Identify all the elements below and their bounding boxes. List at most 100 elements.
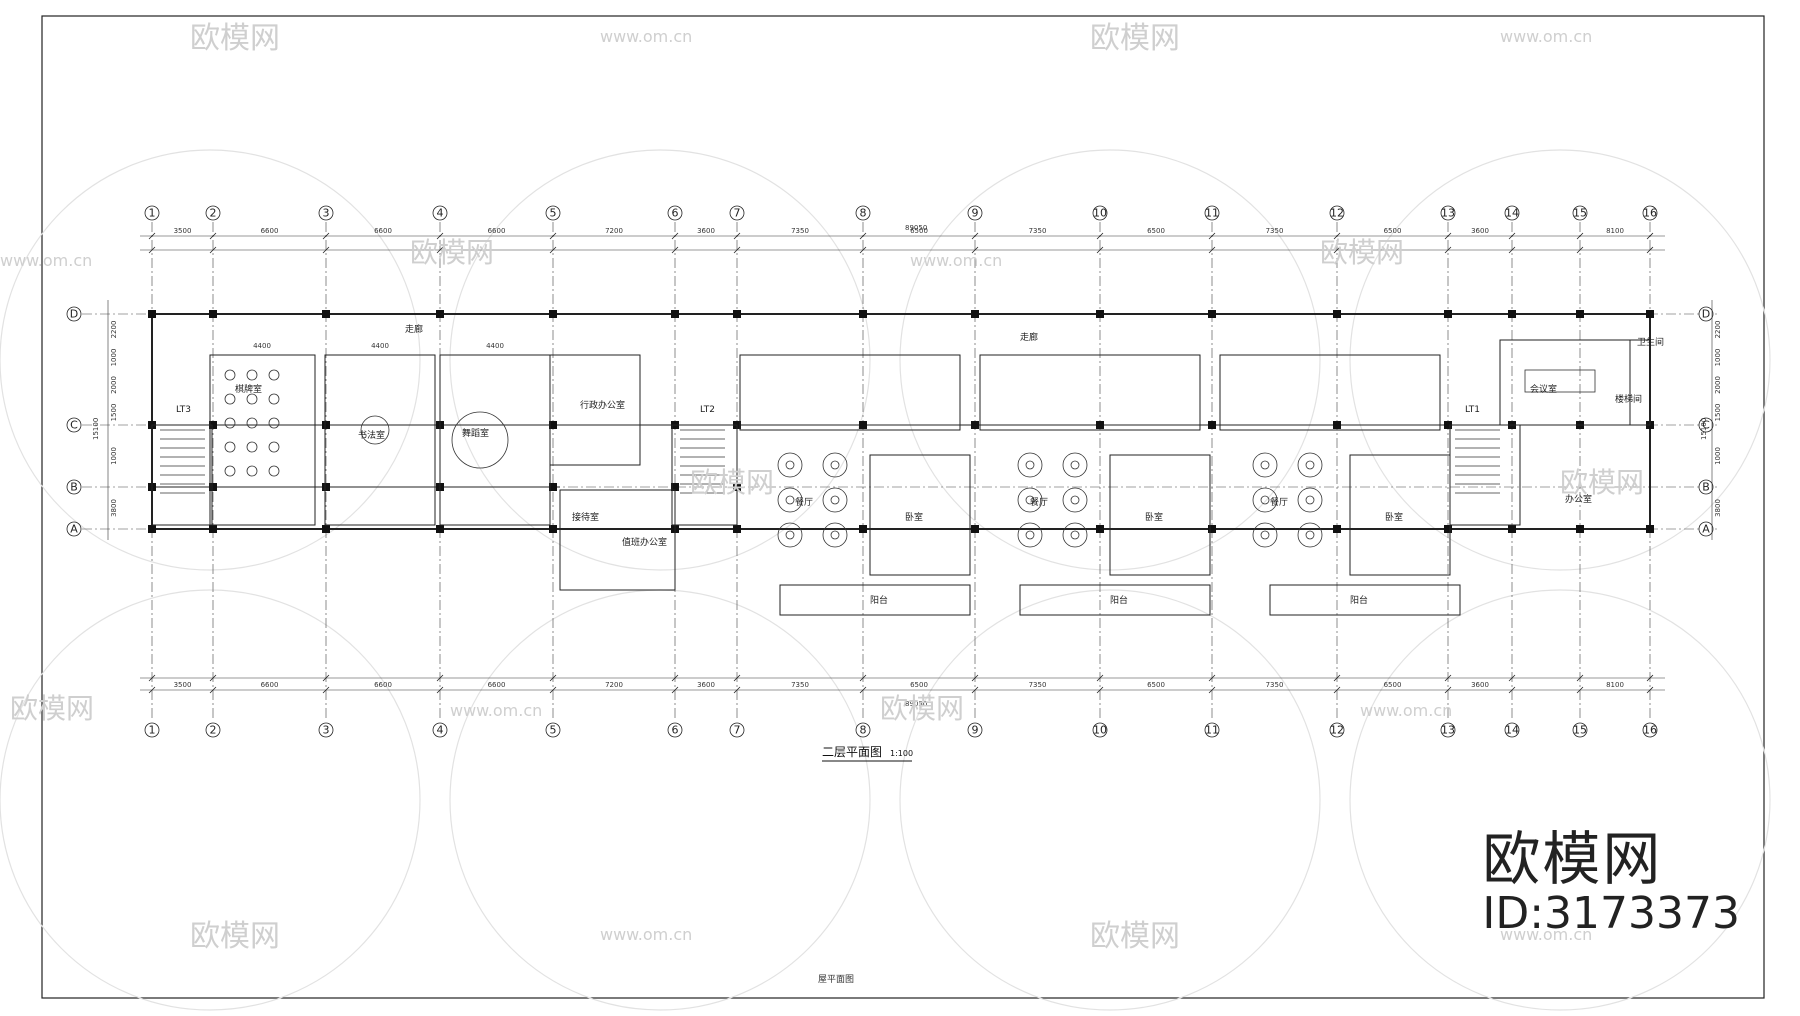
dimension-value: 7200 <box>605 681 623 689</box>
dimension-tick <box>671 232 679 240</box>
grid-label-11: 11 <box>1205 207 1219 220</box>
chair <box>224 417 236 429</box>
room-width-label: 4400 <box>253 342 271 350</box>
grid-label-16: 16 <box>1643 207 1657 220</box>
dimension-tick <box>436 232 444 240</box>
column <box>671 483 679 491</box>
dining-table-center <box>830 460 840 470</box>
label-lt3: LT3 <box>176 405 191 415</box>
grid-label-10: 10 <box>1093 724 1107 737</box>
dimension-value: 6600 <box>488 227 506 235</box>
grid-row-bubble-C <box>1698 417 1714 433</box>
label-balcony-1: 阳台 <box>870 594 888 606</box>
dimension-value: 6500 <box>1147 227 1165 235</box>
dining-table-center <box>1025 530 1035 540</box>
svg-text:欧模网: 欧模网 <box>880 692 964 725</box>
watermark-brand-texts: 欧模网 欧模网 欧模网 欧模网 欧模网 欧模网 欧模网 欧模网 欧模网 欧模网 <box>10 21 1644 954</box>
dimension-tick <box>1444 232 1452 240</box>
dimension-tick <box>1646 686 1654 694</box>
side-dimension-value: 2000 <box>1714 376 1722 394</box>
dimension-tick <box>859 246 867 254</box>
dining-table-center <box>785 530 795 540</box>
dimension-value: 3500 <box>174 681 192 689</box>
column <box>209 483 217 491</box>
dimension-value: 3600 <box>1471 681 1489 689</box>
column <box>1444 310 1452 318</box>
dimension-value: 3600 <box>697 681 715 689</box>
dimension-tick <box>1208 674 1216 682</box>
grid-bubble-9 <box>967 205 983 221</box>
dimension-value: 6600 <box>488 681 506 689</box>
grid-bubble-8 <box>855 205 871 221</box>
grid-bubble-9 <box>967 722 983 738</box>
column <box>322 525 330 533</box>
dimension-tick <box>1096 232 1104 240</box>
grid-label-13: 13 <box>1441 724 1455 737</box>
dimension-value: 7350 <box>791 227 809 235</box>
dining-table <box>1062 487 1088 513</box>
dimension-tick <box>1646 232 1654 240</box>
dimension-tick <box>733 686 741 694</box>
grid-bubble-11 <box>1204 205 1220 221</box>
dimension-tick <box>209 674 217 682</box>
dimension-tick <box>436 674 444 682</box>
dining-table-center <box>1260 460 1270 470</box>
label-corridor-mid: 走廊 <box>1020 331 1038 343</box>
dimension-tick <box>436 246 444 254</box>
svg-text:www.om.cn: www.om.cn <box>1500 27 1592 46</box>
dimension-tick <box>1646 246 1654 254</box>
dimension-tick <box>148 674 156 682</box>
column <box>322 421 330 429</box>
dining-table-center <box>1305 460 1315 470</box>
grid-label-4: 4 <box>437 724 444 737</box>
chair <box>224 465 236 477</box>
grid-label-15: 15 <box>1573 207 1587 220</box>
label-dining-1: 餐厅 <box>795 496 813 508</box>
label-bedroom-1: 卧室 <box>905 511 923 523</box>
chair <box>268 393 280 405</box>
dimension-tick <box>1576 674 1584 682</box>
column <box>1576 525 1584 533</box>
grid-bubble-13 <box>1440 722 1456 738</box>
grid-bubble-6 <box>667 205 683 221</box>
dimension-tick <box>549 674 557 682</box>
label-office-right: 办公室 <box>1565 493 1592 505</box>
drawing-title: 二层平面图 <box>822 745 882 759</box>
grid-row-label-A: A <box>70 523 78 536</box>
label-corridor-left: 走廊 <box>405 323 423 335</box>
column <box>1208 525 1216 533</box>
label-room2: 书法室 <box>358 429 385 441</box>
column <box>1576 310 1584 318</box>
svg-text:www.om.cn: www.om.cn <box>1500 925 1592 944</box>
column <box>671 310 679 318</box>
grid-bubble-7 <box>729 205 745 221</box>
grid-bubble-14 <box>1504 205 1520 221</box>
dimension-value: 3600 <box>1471 227 1489 235</box>
column <box>1096 421 1104 429</box>
svg-text:欧模网: 欧模网 <box>1090 21 1180 56</box>
side-dimension-value: 1000 <box>1714 447 1722 465</box>
dimension-tick <box>1208 232 1216 240</box>
grid-label-8: 8 <box>860 724 867 737</box>
dining-table <box>1252 522 1278 548</box>
grid-label-9: 9 <box>972 724 979 737</box>
svg-text:www.om.cn: www.om.cn <box>600 925 692 944</box>
svg-text:www.om.cn: www.om.cn <box>0 251 92 270</box>
grid-bubble-12 <box>1329 205 1345 221</box>
grid-row-bubble-D <box>1698 306 1714 322</box>
dimension-tick <box>322 246 330 254</box>
side-total-right: 15100 <box>1700 418 1708 440</box>
grid-bubble-16 <box>1642 722 1658 738</box>
dimension-tick <box>209 246 217 254</box>
chair <box>268 369 280 381</box>
dimension-tick <box>148 246 156 254</box>
dimension-tick <box>1333 246 1341 254</box>
grid-bubble-7 <box>729 722 745 738</box>
side-total-left: 15100 <box>92 418 100 440</box>
dining-table <box>777 487 803 513</box>
dining-table-center <box>1070 530 1080 540</box>
dining-table-center <box>1070 495 1080 505</box>
dimension-tick <box>1208 246 1216 254</box>
label-meeting: 会议室 <box>1530 383 1557 395</box>
